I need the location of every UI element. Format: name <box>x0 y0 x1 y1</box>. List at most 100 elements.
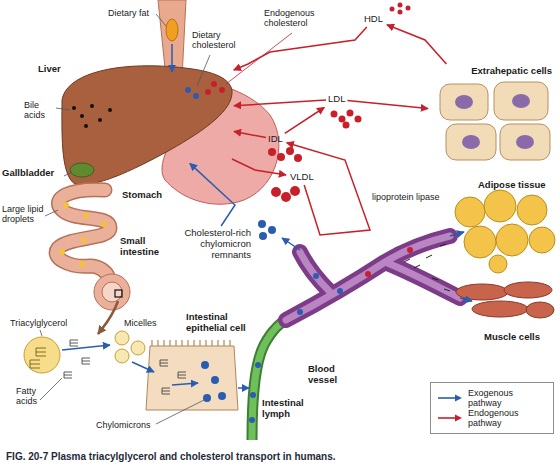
adipose-cells <box>484 190 516 222</box>
lipoprotein-particles <box>398 3 403 8</box>
legend-row: Exogenous pathway <box>437 388 547 408</box>
lipid-droplet <box>24 337 90 378</box>
blood-vessel <box>286 236 460 320</box>
exogenous-arrows <box>450 232 464 236</box>
text-label: Adipose tissue <box>478 180 546 191</box>
small-intestine <box>79 261 85 267</box>
pathway-arrow <box>285 108 325 134</box>
adipose-cells <box>455 190 555 273</box>
extrahepatic-cells <box>446 124 496 160</box>
legend-sample <box>437 393 463 403</box>
liver <box>84 124 88 128</box>
gallbladder <box>70 163 94 177</box>
text-label: Small intestine <box>120 236 168 258</box>
extrahepatic-cells <box>516 135 534 149</box>
exogenous-arrows <box>132 362 154 372</box>
adipose-cells <box>496 224 528 256</box>
lipoprotein-particles <box>277 153 285 161</box>
extrahepatic-cells <box>500 124 550 160</box>
text-label: Stomach <box>122 190 162 201</box>
small-intestine <box>56 190 110 276</box>
text-label: Dietary fat <box>108 8 149 18</box>
blood-vessel <box>286 236 460 320</box>
muscle-cells <box>526 302 554 318</box>
lipoprotein-particles <box>355 116 362 123</box>
lipoprotein-particles <box>290 186 300 196</box>
micelles <box>115 349 129 363</box>
leader-lines <box>40 378 62 400</box>
muscle-cells <box>456 282 554 318</box>
blood-vessel <box>313 273 319 279</box>
lipoprotein-label: HDL <box>362 12 385 27</box>
lipoprotein-label: LDL <box>326 92 347 107</box>
node-text: Cholesterol-rich chylomicron remnants <box>167 228 251 261</box>
gallbladder <box>70 163 94 177</box>
exogenous-arrows <box>62 44 472 388</box>
esophagus <box>166 19 178 41</box>
legend-row: Endogenous pathway <box>437 408 547 428</box>
text-label: Intestinal lymph <box>262 398 314 420</box>
pathway-arrow <box>287 143 370 235</box>
text-label: Dietary cholesterol <box>192 30 246 51</box>
small-intestine <box>63 202 69 208</box>
text-label: Chylomicrons <box>96 420 151 430</box>
organ-region: Liver <box>36 62 232 162</box>
text-label: Bile acids <box>24 100 56 121</box>
text-label: Endogenous cholesterol <box>264 8 326 29</box>
small-intestine <box>94 274 130 310</box>
node-text: VLDL <box>290 172 314 183</box>
pathway-arrow <box>234 100 326 106</box>
liver <box>205 89 211 95</box>
extrahepatic-cells <box>440 82 550 160</box>
node-text: IDL <box>268 134 283 145</box>
lipid-droplet <box>24 337 60 373</box>
intestinal-lymph <box>252 316 292 440</box>
liver <box>72 106 76 110</box>
intestinal-lymph <box>250 392 256 398</box>
blood-vessel <box>407 247 413 253</box>
adipose-cells <box>455 197 485 227</box>
lipoprotein-particles <box>271 187 281 197</box>
liver <box>193 93 199 99</box>
text-label: Intestinal epithelial cell <box>186 312 264 334</box>
legend-arrowhead <box>455 395 462 402</box>
micelles <box>115 331 129 345</box>
extrahepatic-cells <box>512 94 530 108</box>
pathway-arrow <box>232 159 286 175</box>
lipoprotein-particles <box>339 116 346 123</box>
blood-vessel <box>365 271 371 277</box>
small-intestine <box>83 213 89 219</box>
epithelial-cell <box>203 394 211 402</box>
liver <box>219 87 225 93</box>
legend-box: Exogenous pathwayEndogenous pathway <box>430 382 554 434</box>
exogenous-arrows <box>172 383 198 385</box>
node-text: Liver <box>38 64 232 75</box>
epithelial-cell <box>146 346 238 410</box>
small-intestine <box>56 190 110 276</box>
extrahepatic-cells <box>462 135 480 149</box>
node-text: LDL <box>328 94 345 105</box>
small-intestine <box>102 282 122 302</box>
text-label: Large lipid droplets <box>2 204 44 225</box>
small-intestine <box>59 249 65 255</box>
pathway-arrow <box>234 131 266 137</box>
small-intestine <box>115 290 122 297</box>
liver <box>98 118 102 122</box>
epithelial-cell <box>218 392 226 400</box>
lipoprotein-particles <box>281 192 291 202</box>
remnant-label: Cholesterol-rich chylomicron remnants <box>165 226 253 263</box>
legend-line <box>438 417 456 419</box>
text-label: Blood vessel <box>308 364 360 386</box>
lipoprotein-particles <box>390 7 395 12</box>
node-text: Extrahepatic cells <box>432 66 552 77</box>
exogenous-arrows <box>238 387 249 389</box>
pathway-arrow <box>387 25 447 64</box>
cell-group: Extrahepatic cells <box>430 64 554 166</box>
liver <box>62 66 232 185</box>
lipoprotein-label: IDL <box>266 132 285 147</box>
adipose-cells <box>517 195 547 225</box>
liver <box>80 114 84 118</box>
adipose-cells <box>529 227 555 253</box>
leader-lines <box>45 210 58 216</box>
blood-vessel <box>404 244 450 291</box>
